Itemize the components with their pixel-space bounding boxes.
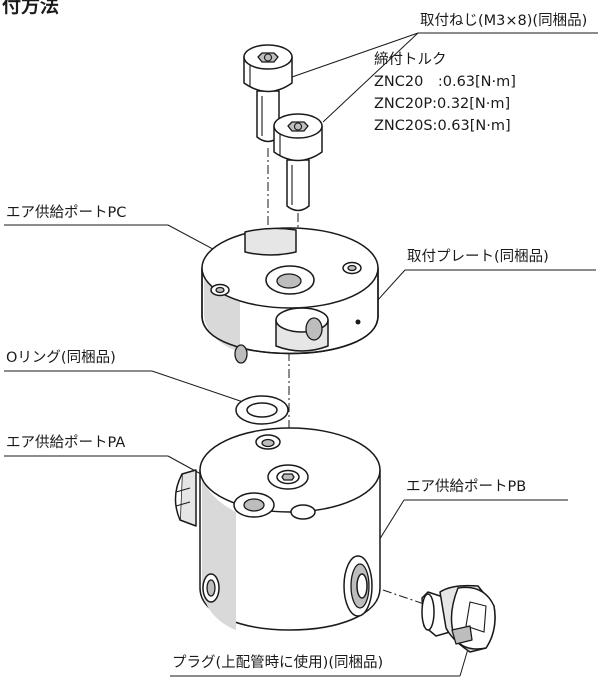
label-plug: プラグ(上配管時に使用)(同梱品) — [170, 654, 460, 677]
screw-label: 取付ねじ(M3×8)(同梱品) — [420, 12, 587, 29]
torque-znc20p: ZNC20P:0.32[N·m] — [374, 96, 510, 112]
label-o-ring: Oリング(同梱品) — [4, 349, 152, 372]
port-pa-label: エア供給ポートPA — [6, 434, 125, 451]
o-ring — [235, 395, 289, 425]
label-screw: 取付ねじ(M3×8)(同梱品) — [418, 12, 598, 34]
mounting-screw-2 — [273, 113, 323, 212]
port-pb-label: エア供給ポートPB — [406, 478, 526, 495]
port-pc-label: エア供給ポートPC — [6, 204, 126, 221]
mounting-plate — [201, 227, 379, 364]
o-ring-label: Oリング(同梱品) — [6, 349, 116, 366]
torque-heading: 締付トルク — [374, 51, 447, 68]
torque-znc20: ZNC20 :0.63[N·m] — [374, 74, 516, 90]
torque-znc20s: ZNC20S:0.63[N·m] — [374, 118, 511, 134]
section-title: 付方法 — [2, 0, 59, 17]
label-port-pa: エア供給ポートPA — [4, 434, 168, 457]
mounting-screw-1 — [243, 44, 293, 143]
label-port-pc: エア供給ポートPC — [4, 204, 168, 226]
main-body — [174, 427, 381, 631]
plug-label: プラグ(上配管時に使用)(同梱品) — [172, 654, 383, 671]
label-mounting-plate: 取付プレート(同梱品) — [405, 248, 596, 271]
plug — [421, 584, 496, 653]
mounting-plate-label: 取付プレート(同梱品) — [407, 248, 549, 265]
torque-spec-block: 締付トルク ZNC20 :0.63[N·m] ZNC20P:0.32[N·m] … — [374, 51, 516, 134]
label-port-pb: エア供給ポートPB — [404, 478, 568, 501]
